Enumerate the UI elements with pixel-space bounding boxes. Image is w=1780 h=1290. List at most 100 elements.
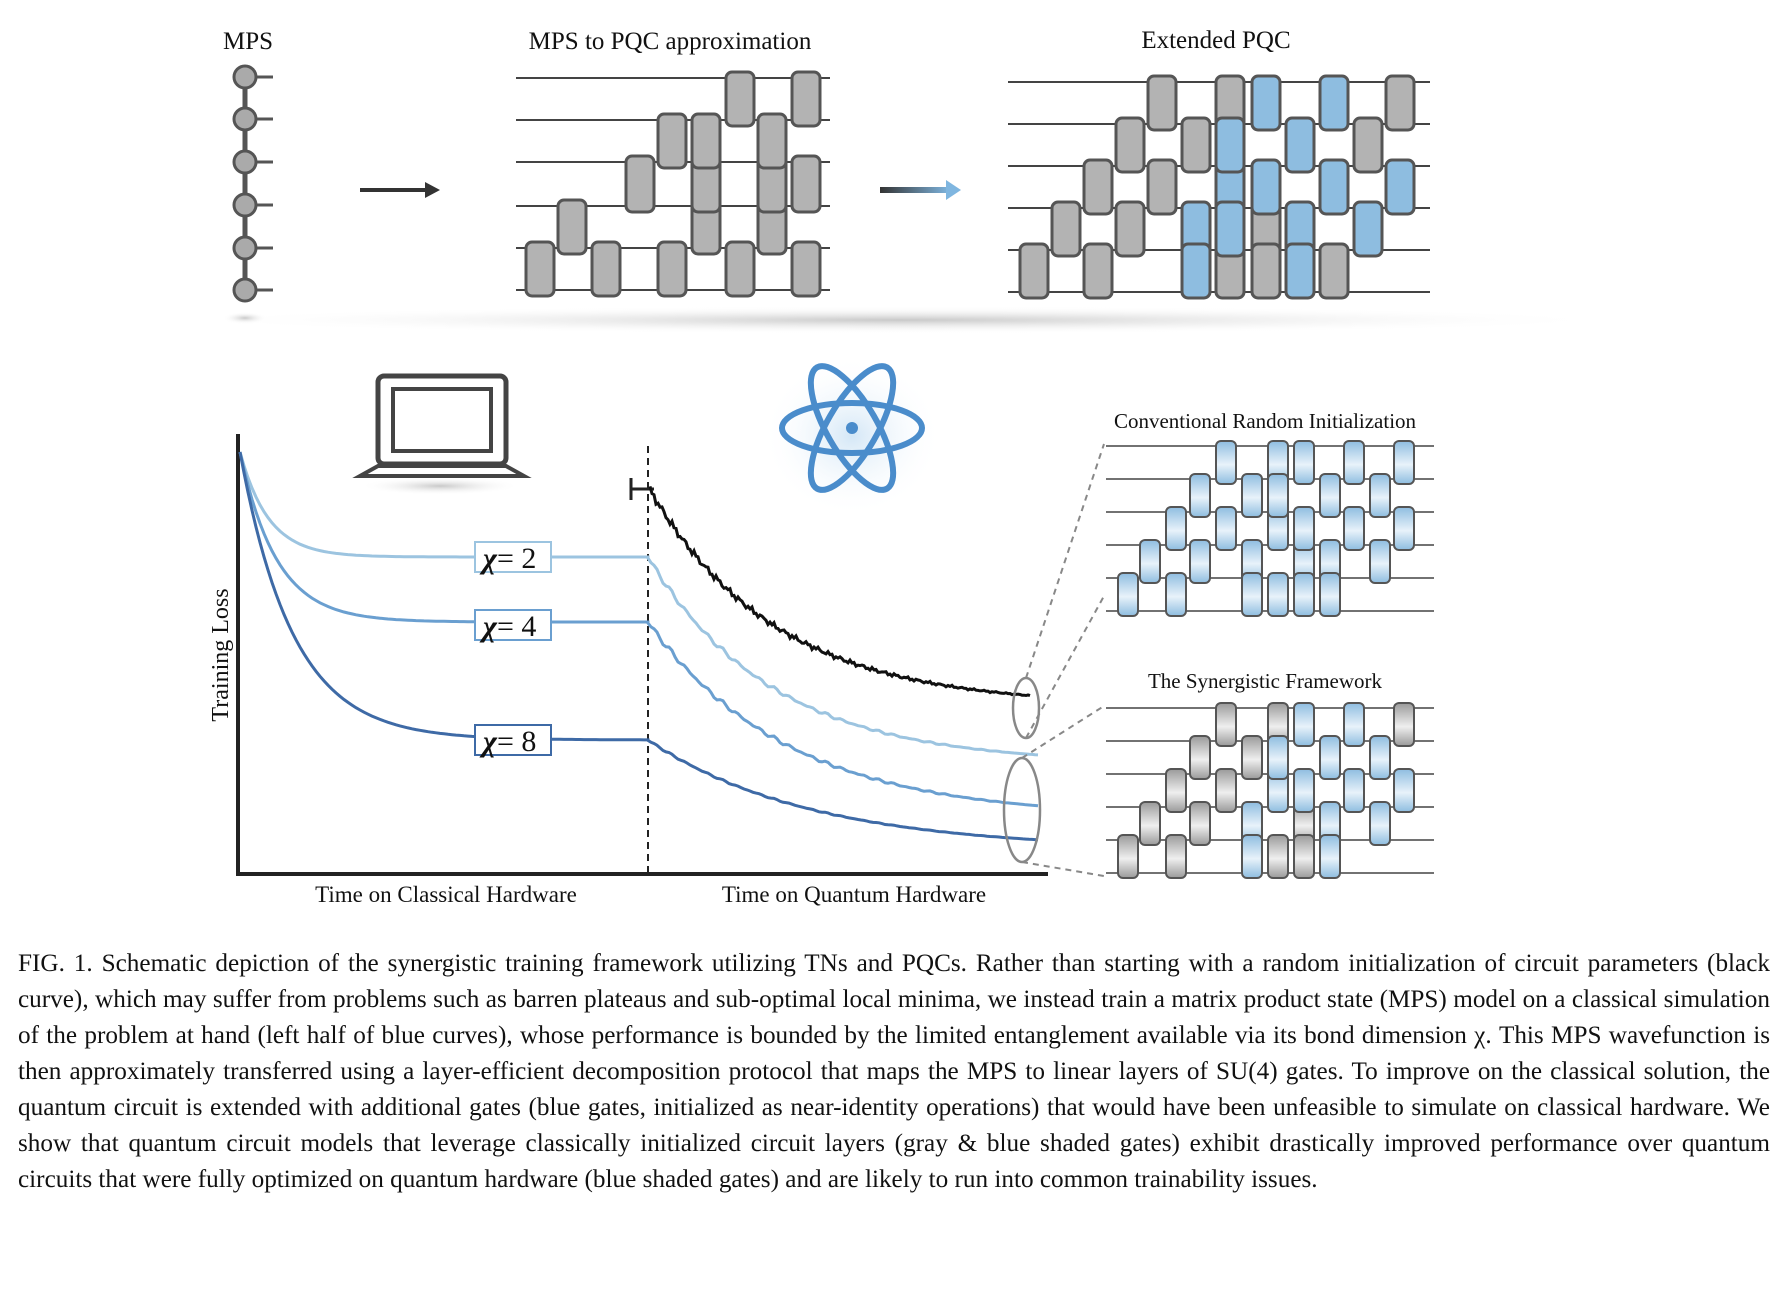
circuit-gate: [1293, 572, 1315, 617]
circuit-gate: [1215, 506, 1237, 551]
atom-icon: [762, 356, 942, 516]
circuit-gate: [756, 112, 788, 170]
mps-to-pqc-circuit: [516, 70, 830, 298]
figure-caption: FIG. 1. Schematic depiction of the syner…: [18, 946, 1770, 1198]
mps-title: MPS: [223, 28, 273, 55]
circuit-gate: [1267, 834, 1289, 879]
circuit-gate: [656, 240, 688, 298]
circuit-gate: [1165, 834, 1187, 879]
caption-text: Schematic depiction of the synergistic t…: [18, 950, 1770, 1193]
loss-curve-chi8: [238, 451, 1039, 842]
circuit-gate: [1214, 116, 1246, 174]
circuit-gate: [1189, 735, 1211, 780]
circuit-gate: [1293, 506, 1315, 551]
circuit-gate: [1393, 768, 1415, 813]
circuit-gate: [690, 112, 722, 170]
mps-site-node: [232, 235, 258, 261]
circuit-gate: [1250, 242, 1282, 300]
circuit-gate: [556, 198, 588, 256]
circuit-gate: [656, 112, 688, 170]
circuit-gate: [1284, 242, 1316, 300]
figure-1: MPS MPS to PQC approximation Extended PQ…: [180, 27, 1620, 907]
circuit-gate: [790, 240, 822, 298]
circuit-gate: [1319, 572, 1341, 617]
circuit-gate: [790, 70, 822, 128]
circuit-gate: [1369, 801, 1391, 846]
mps-chain-diagram: [232, 64, 273, 303]
laptop-icon: [352, 373, 532, 495]
circuit-gate: [1318, 74, 1350, 132]
mps-site-node: [232, 106, 258, 132]
chi-label-box: [474, 609, 552, 641]
circuit-gate: [1267, 572, 1289, 617]
circuit-gate: [1146, 74, 1178, 132]
circuit-gate: [1352, 116, 1384, 174]
chi-label-box: [474, 724, 552, 756]
circuit-gate: [1241, 572, 1263, 617]
gradient-arrow-icon: [880, 180, 961, 200]
circuit-gate: [1250, 74, 1282, 132]
circuit-gate: [1293, 834, 1315, 879]
caption-label: FIG. 1.: [18, 950, 93, 977]
circuit-gate: [1267, 473, 1289, 518]
chi-label-4: χ= 4: [479, 610, 536, 643]
circuit-gate: [1284, 116, 1316, 174]
x-axis-label-classical: Time on Classical Hardware: [315, 882, 577, 907]
circuit-gate: [724, 70, 756, 128]
circuit-gate: [1139, 801, 1161, 846]
random-init-title: Conventional Random Initialization: [1114, 409, 1417, 433]
circuit-gate: [1384, 74, 1416, 132]
random-init-circuit: [1106, 440, 1434, 617]
chi-label-box: [474, 541, 552, 573]
mps-shadow: [223, 312, 267, 324]
loss-curve-chi4: [238, 451, 1039, 808]
circuit-gate: [1343, 702, 1365, 747]
circuit-gate: [1293, 440, 1315, 485]
circuit-gate: [1241, 834, 1263, 879]
circuit-gate: [1114, 200, 1146, 258]
x-axis-label-quantum: Time on Quantum Hardware: [722, 882, 986, 907]
circuit-gate: [1082, 158, 1114, 216]
circuit-gate: [1343, 440, 1365, 485]
circuit-gate: [1343, 768, 1365, 813]
circuit-gate: [1165, 506, 1187, 551]
synergistic-circuit: [1106, 702, 1434, 879]
approx-title: MPS to PQC approximation: [529, 28, 812, 55]
circuit-gate: [1369, 473, 1391, 518]
circuit-gate: [1050, 200, 1082, 258]
circuit-gate: [1319, 473, 1341, 518]
circuit-gate: [1319, 735, 1341, 780]
circuit-gate: [1189, 473, 1211, 518]
circuit-gate: [1369, 735, 1391, 780]
chi-label-8: χ= 8: [479, 725, 536, 758]
circuit-gate: [1393, 506, 1415, 551]
extended-title: Extended PQC: [1141, 27, 1290, 54]
circuit-gate: [1215, 768, 1237, 813]
circuit-gate: [1293, 768, 1315, 813]
zoom-ellipse-random: [1011, 676, 1041, 740]
circuit-gate: [1318, 242, 1350, 300]
zoom-ellipse-synergistic: [1002, 756, 1042, 864]
circuit-gate: [1319, 834, 1341, 879]
mps-site-node: [232, 277, 258, 303]
circuit-gate: [1146, 158, 1178, 216]
circuit-gate: [1369, 539, 1391, 584]
circuit-gate: [1250, 158, 1282, 216]
circuit-gate: [1139, 539, 1161, 584]
circuit-gate: [1384, 158, 1416, 216]
top-shadow: [180, 306, 1620, 334]
circuit-gate: [1165, 572, 1187, 617]
arrow-right-icon: [360, 182, 440, 198]
circuit-gate: [1318, 158, 1350, 216]
circuit-gate: [624, 154, 656, 214]
circuit-gate: [1180, 116, 1212, 174]
chi-label-2: χ= 2: [479, 542, 536, 575]
circuit-gate: [1215, 702, 1237, 747]
mps-site-node: [232, 64, 258, 90]
loss-curve-random-init: [648, 485, 1031, 698]
extended-pqc-circuit: [1008, 74, 1430, 300]
circuit-gate: [1189, 801, 1211, 846]
circuit-gate: [1393, 702, 1415, 747]
circuit-gate: [724, 240, 756, 298]
circuit-gate: [1343, 506, 1365, 551]
